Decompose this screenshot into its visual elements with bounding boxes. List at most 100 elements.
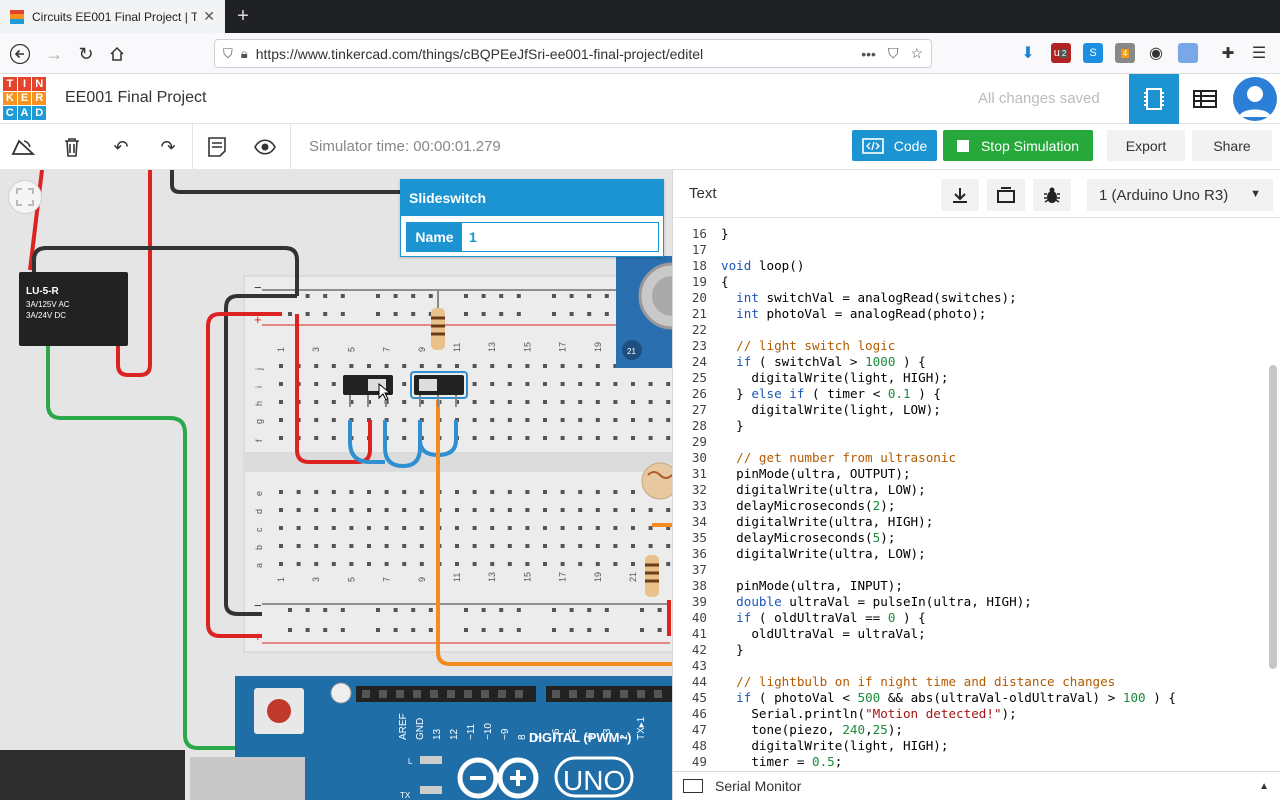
breadboard-hole[interactable] [314, 490, 319, 494]
breadboard-hole[interactable] [296, 490, 301, 494]
breadboard-hole[interactable] [279, 490, 283, 494]
power-rail-hole[interactable] [411, 628, 416, 632]
breadboard-hole[interactable] [296, 526, 301, 530]
breadboard-hole[interactable] [666, 508, 671, 512]
wire-orange[interactable] [436, 400, 672, 666]
breadboard-hole[interactable] [613, 400, 618, 404]
wire-red-relay[interactable] [28, 170, 44, 271]
breadboard-hole[interactable] [367, 526, 371, 530]
code-line[interactable]: 30 // get number from ultrasonic [673, 450, 1267, 466]
export-button[interactable]: Export [1107, 130, 1185, 161]
inspector-name-input[interactable]: 1 [462, 223, 658, 251]
code-line[interactable]: 20 int switchVal = analogRead(switches); [673, 290, 1267, 306]
breadboard-hole[interactable] [507, 382, 512, 386]
code-scrollbar[interactable] [1269, 365, 1277, 669]
wire-red-power[interactable] [206, 312, 282, 638]
breadboard-hole[interactable] [314, 544, 319, 548]
power-rail-hole[interactable] [481, 312, 486, 316]
project-title[interactable]: EE001 Final Project [65, 89, 207, 106]
fit-view-button[interactable] [8, 180, 42, 214]
breadboard-hole[interactable] [472, 382, 477, 386]
arduino-header-pin[interactable] [637, 690, 645, 698]
breadboard-hole[interactable] [455, 508, 459, 512]
power-rail-hole[interactable] [604, 294, 609, 298]
power-rail-hole[interactable] [428, 628, 433, 632]
breadboard-hole[interactable] [472, 436, 477, 440]
power-rail-hole[interactable] [657, 628, 662, 632]
breadboard-hole[interactable] [419, 490, 424, 494]
power-rail-hole[interactable] [376, 628, 380, 632]
power-rail-hole[interactable] [393, 628, 398, 632]
code-line[interactable]: 44 // lightbulb on if night time and dis… [673, 674, 1267, 690]
breadboard-hole[interactable] [578, 562, 583, 566]
breadboard-hole[interactable] [349, 490, 354, 494]
power-rail-hole[interactable] [305, 608, 310, 612]
breadboard-hole[interactable] [279, 562, 283, 566]
breadboard-hole[interactable] [560, 562, 565, 566]
breadboard-hole[interactable] [296, 544, 301, 548]
breadboard-hole[interactable] [490, 490, 495, 494]
power-rail-hole[interactable] [552, 312, 556, 316]
breadboard-hole[interactable] [543, 544, 547, 548]
home-icon[interactable] [103, 40, 131, 68]
breadboard-hole[interactable] [349, 364, 354, 368]
power-rail-hole[interactable] [587, 628, 592, 632]
breadboard-hole[interactable] [507, 400, 512, 404]
breadboard-hole[interactable] [543, 364, 547, 368]
power-rail-hole[interactable] [340, 294, 345, 298]
arduino-header-pin[interactable] [379, 690, 387, 698]
breadboard-hole[interactable] [613, 382, 618, 386]
breadboard-hole[interactable] [349, 526, 354, 530]
breadboard-hole[interactable] [578, 382, 583, 386]
pocket-icon[interactable]: ⛉ [887, 45, 899, 61]
breadboard-hole[interactable] [331, 490, 336, 494]
breadboard-hole[interactable] [419, 508, 424, 512]
code-line[interactable]: 33 delayMicroseconds(2); [673, 498, 1267, 514]
breadboard-hole[interactable] [631, 382, 635, 386]
breadboard-hole[interactable] [402, 544, 407, 548]
power-rail-hole[interactable] [516, 294, 521, 298]
breadboard-hole[interactable] [507, 526, 512, 530]
power-rail-hole[interactable] [516, 628, 521, 632]
skype-extension-icon[interactable]: S [1083, 43, 1103, 63]
breadboard-hole[interactable] [560, 490, 565, 494]
breadboard-hole[interactable] [367, 364, 371, 368]
breadboard-hole[interactable] [296, 508, 301, 512]
breadboard-hole[interactable] [472, 418, 477, 422]
wire-black-relay[interactable] [32, 246, 299, 296]
breadboard-hole[interactable] [384, 364, 389, 368]
power-rail-hole[interactable] [569, 608, 574, 612]
breadboard-hole[interactable] [543, 490, 547, 494]
breadboard-hole[interactable] [595, 400, 600, 404]
breadboard-hole[interactable] [402, 400, 407, 404]
breadboard-hole[interactable] [384, 508, 389, 512]
code-line[interactable]: 47 tone(piezo, 240,25); [673, 722, 1267, 738]
user-avatar[interactable] [1233, 77, 1277, 121]
power-rail-hole[interactable] [323, 628, 328, 632]
breadboard-hole[interactable] [419, 400, 424, 404]
wire-blue-1[interactable] [348, 420, 385, 464]
breadboard-hole[interactable] [631, 562, 635, 566]
power-rail-hole[interactable] [393, 294, 398, 298]
power-rail-hole[interactable] [516, 312, 521, 316]
arduino-header-pin[interactable] [464, 690, 472, 698]
power-rail-hole[interactable] [305, 312, 310, 316]
breadboard-hole[interactable] [349, 544, 354, 548]
breadboard-hole[interactable] [666, 436, 671, 440]
breadboard-hole[interactable] [419, 364, 424, 368]
arduino-header-pin[interactable] [603, 690, 611, 698]
breadboard-hole[interactable] [525, 382, 530, 386]
breadboard-hole[interactable] [560, 508, 565, 512]
breadboard-hole[interactable] [578, 418, 583, 422]
wire-red-switch[interactable] [295, 314, 372, 464]
power-rail-hole[interactable] [288, 312, 292, 316]
breadboard-hole[interactable] [543, 418, 547, 422]
code-line[interactable]: 21 int photoVal = analogRead(photo); [673, 306, 1267, 322]
trash-icon[interactable] [59, 134, 85, 160]
breadboard-hole[interactable] [472, 364, 477, 368]
code-line[interactable]: 26 } else if ( timer < 0.1 ) { [673, 386, 1267, 402]
breadboard-hole[interactable] [490, 526, 495, 530]
extensions-puzzle-icon[interactable]: ✚ [1221, 45, 1235, 62]
arduino-header-pin[interactable] [569, 690, 577, 698]
power-rail-hole[interactable] [587, 312, 592, 316]
